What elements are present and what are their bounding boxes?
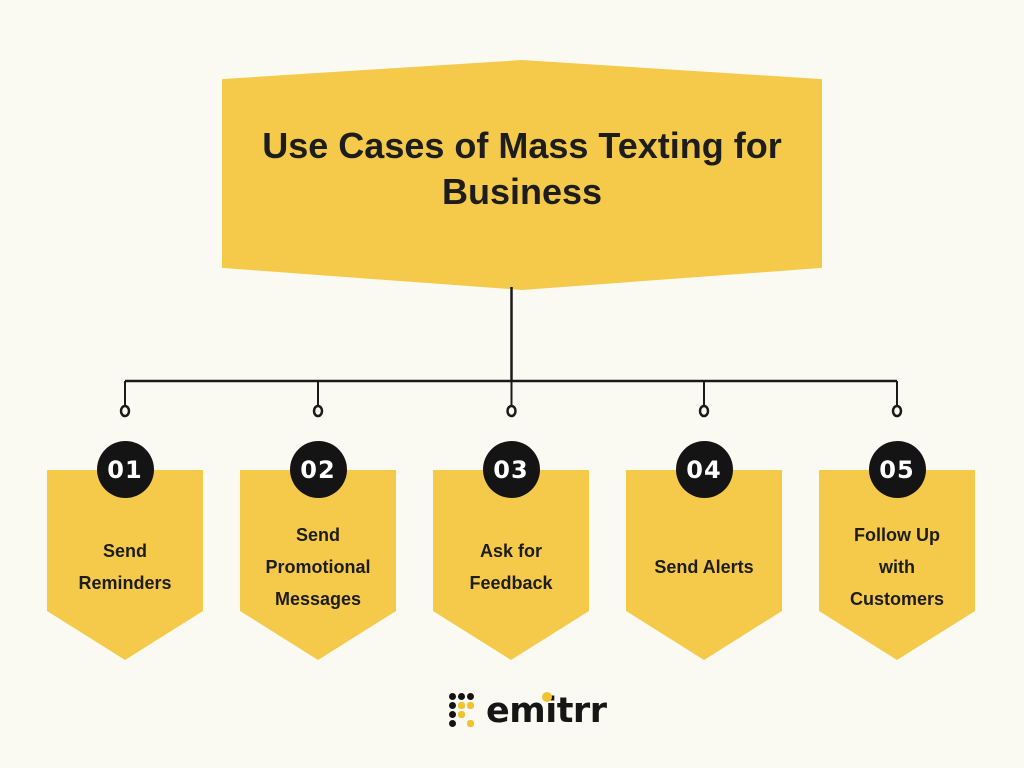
title-banner: Use Cases of Mass Texting for Business (222, 60, 822, 290)
step-number: 04 (686, 455, 722, 484)
card-label: Ask for Feedback (469, 541, 553, 593)
use-case-card-1: 01 Send Reminders (47, 441, 203, 660)
card-label: Send Reminders (78, 541, 172, 593)
page-title: Use Cases of Mass Texting for Business (262, 125, 782, 212)
emitrr-logo-icon (449, 693, 476, 729)
step-number: 03 (493, 455, 529, 484)
brand-i-dot (542, 692, 552, 702)
use-case-card-3: 03 Ask for Feedback (433, 441, 589, 660)
use-case-card-2: 02 Send Promotional Messages (240, 441, 396, 660)
step-number-badge: 05 (868, 441, 926, 498)
connector-ring (119, 404, 131, 418)
use-case-card-4: 04 Send Alerts (626, 441, 782, 660)
step-number: 02 (300, 455, 336, 484)
card-label: Follow Up with Customers (849, 525, 945, 609)
connector-ring (891, 404, 903, 418)
step-number-badge: 03 (482, 441, 540, 498)
use-case-card-5: 05 Follow Up with Customers (819, 441, 975, 660)
connector-ring (506, 404, 517, 418)
step-number: 05 (879, 455, 915, 484)
brand-logo: emitrr (449, 691, 607, 731)
brand-name: emitrr (486, 692, 607, 730)
card-label: Send Alerts (654, 557, 754, 577)
step-number-badge: 02 (289, 441, 347, 498)
step-number-badge: 04 (675, 441, 733, 498)
connector-ring (312, 404, 324, 418)
step-number-badge: 01 (96, 441, 154, 498)
connector-ring (698, 404, 710, 418)
card-label: Send Promotional Messages (265, 525, 371, 609)
step-number: 01 (107, 455, 143, 484)
